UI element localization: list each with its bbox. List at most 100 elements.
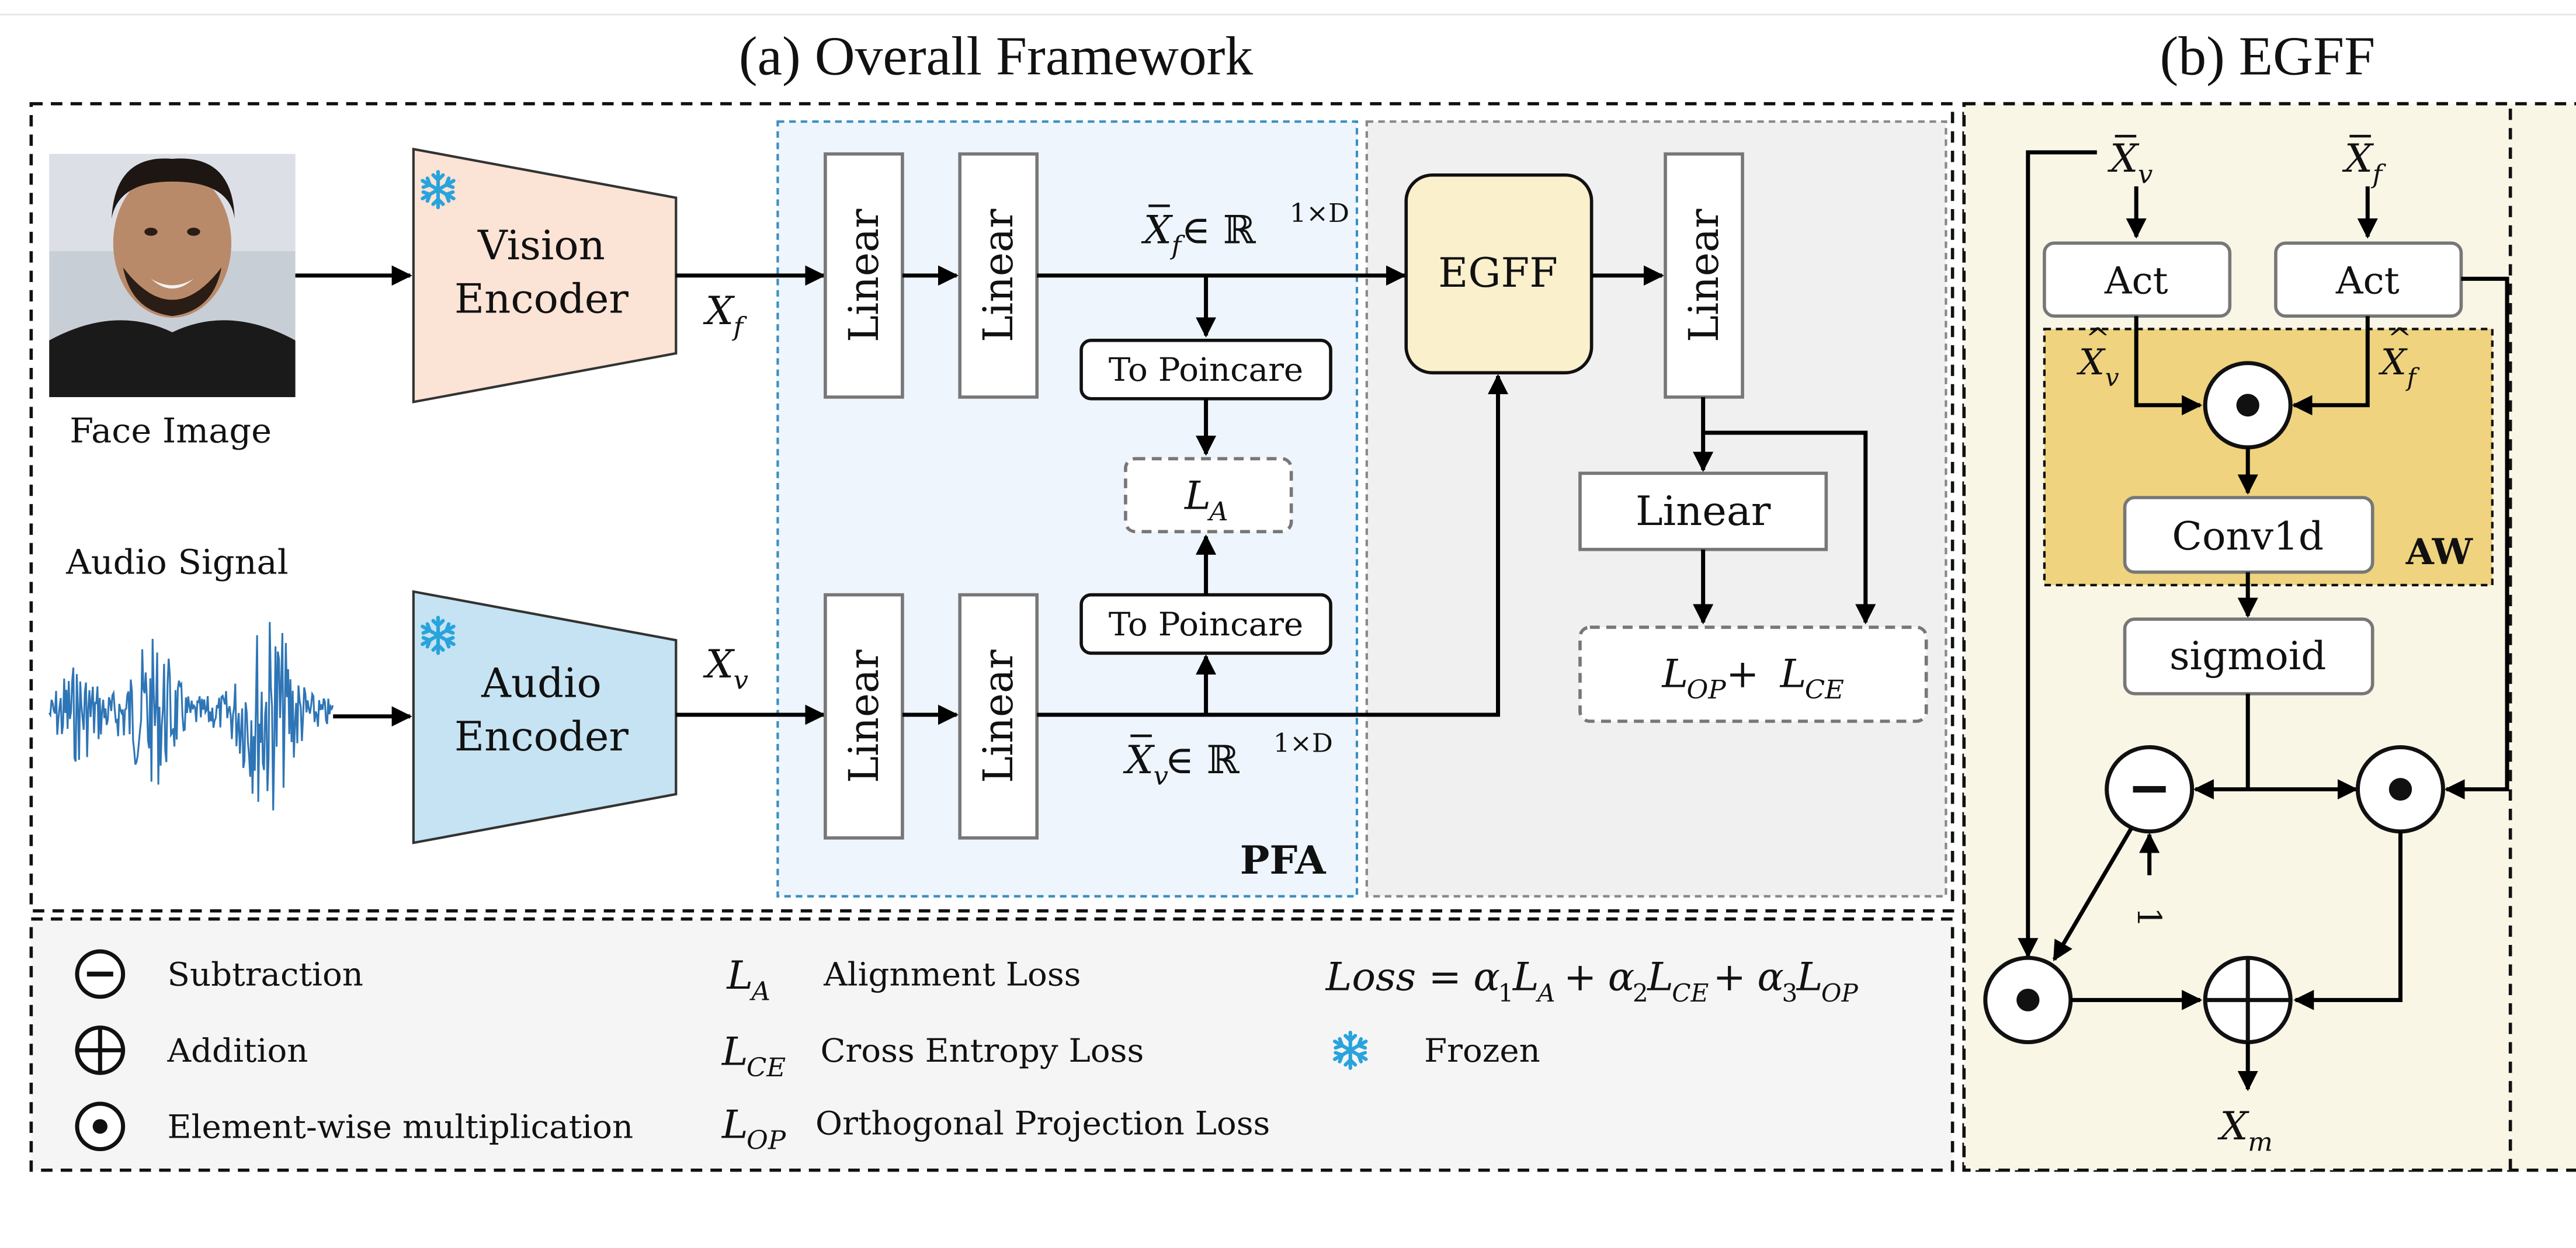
overall-framework-frame bbox=[29, 102, 1954, 913]
legend-frozen-label: Frozen bbox=[1424, 1032, 1540, 1070]
svg-text:Conv1d: Conv1d bbox=[2172, 513, 2324, 559]
legend-subtraction-label: Subtraction bbox=[168, 956, 363, 994]
audio-encoder-label-2: Encoder bbox=[454, 713, 629, 760]
egff-output-x-m: X m bbox=[2217, 1103, 2272, 1157]
svg-text:A: A bbox=[1535, 979, 1555, 1007]
svg-text:L: L bbox=[725, 952, 753, 998]
svg-text:v: v bbox=[1154, 761, 1168, 791]
svg-text:1×D: 1×D bbox=[1273, 728, 1333, 759]
svg-text:Act: Act bbox=[2335, 259, 2400, 303]
legend-subtraction-icon bbox=[75, 949, 126, 999]
gate-multiply-node bbox=[2355, 745, 2445, 834]
legend-la-symbol: L A bbox=[725, 952, 770, 1006]
pfa-label: PFA bbox=[1240, 837, 1327, 883]
svg-text:1: 1 bbox=[1498, 979, 1514, 1007]
legend-addition-icon bbox=[75, 1025, 126, 1075]
svg-text:+: + bbox=[1713, 954, 1746, 1000]
egff-xhat-v: ^ X v bbox=[2077, 321, 2119, 391]
svg-text:L: L bbox=[1779, 651, 1807, 697]
svg-text:CE: CE bbox=[1672, 979, 1709, 1007]
to-poincare-visual: To Poincare bbox=[1079, 339, 1332, 401]
svg-text:Loss =: Loss = bbox=[1325, 954, 1461, 1000]
sigmoid-box: sigmoid bbox=[2123, 617, 2374, 696]
svg-text:α: α bbox=[1608, 954, 1635, 1000]
audio-encoder-label-1: Audio bbox=[481, 660, 602, 707]
egff-xbar-f: X f bbox=[2342, 134, 2387, 190]
egff-xbar-v: X v bbox=[2107, 134, 2153, 190]
svg-text:f: f bbox=[732, 312, 748, 342]
act-box-v: Act bbox=[2043, 241, 2232, 318]
svg-text:CE: CE bbox=[747, 1052, 786, 1083]
egff-title: (b) EGFF bbox=[2160, 25, 2376, 86]
svg-text:1×D: 1×D bbox=[1290, 198, 1349, 228]
loss-sum-box: L OP + L CE bbox=[1578, 625, 1928, 723]
xbar-f-dim-label: X f ∈ ℝ 1×D bbox=[1141, 198, 1349, 260]
linear-block-v2: Linear bbox=[958, 152, 1039, 399]
svg-text:Linear: Linear bbox=[840, 649, 887, 783]
svg-text:^: ^ bbox=[2085, 321, 2110, 356]
face-photo bbox=[49, 154, 296, 397]
svg-text:EGFF: EGFF bbox=[1438, 250, 1558, 297]
face-image-label: Face Image bbox=[70, 411, 272, 451]
svg-text:X: X bbox=[2217, 1103, 2249, 1149]
svg-text:+: + bbox=[1726, 651, 1759, 697]
svg-text:Linear: Linear bbox=[1636, 488, 1771, 536]
svg-text:X: X bbox=[1123, 737, 1155, 783]
svg-text:∈ ℝ: ∈ ℝ bbox=[1181, 207, 1256, 253]
legend-lop-symbol: L OP bbox=[721, 1102, 786, 1156]
legend-loss-formula: Loss = α 1 L A + α 2 L CE + α 3 L OP bbox=[1325, 954, 1859, 1007]
legend-lce-desc: Cross Entropy Loss bbox=[820, 1032, 1144, 1070]
linear-block-a1: Linear bbox=[824, 593, 904, 840]
egff-one-constant: 1 bbox=[2130, 907, 2168, 927]
svg-text:Act: Act bbox=[2104, 259, 2168, 303]
svg-text:To Poincare: To Poincare bbox=[1109, 606, 1303, 644]
svg-text:3: 3 bbox=[1782, 979, 1797, 1007]
svg-text:v: v bbox=[2105, 363, 2119, 392]
conv1d-box: Conv1d bbox=[2123, 496, 2374, 574]
audio-waveform bbox=[48, 622, 334, 811]
svg-text:sigmoid: sigmoid bbox=[2169, 634, 2326, 679]
svg-text:A: A bbox=[749, 976, 770, 1007]
svg-text:L: L bbox=[1646, 954, 1674, 1000]
linear-block-head: Linear bbox=[1578, 471, 1828, 551]
svg-text:L: L bbox=[1183, 473, 1211, 519]
overall-framework-title: (a) Overall Framework bbox=[739, 25, 1254, 86]
svg-text:CE: CE bbox=[1805, 675, 1844, 705]
svg-text:α: α bbox=[1473, 954, 1500, 1000]
svg-text:L: L bbox=[1661, 651, 1688, 697]
svg-text:L: L bbox=[1512, 954, 1539, 1000]
svg-text:To Poincare: To Poincare bbox=[1109, 352, 1303, 390]
linear-block-v1: Linear bbox=[824, 152, 904, 399]
svg-text:OP: OP bbox=[1821, 979, 1859, 1007]
svg-text:^: ^ bbox=[2387, 321, 2412, 356]
act-box-f: Act bbox=[2274, 241, 2463, 318]
svg-text:X: X bbox=[703, 641, 735, 687]
svg-text:X: X bbox=[2077, 342, 2106, 383]
linear-block-fused: Linear bbox=[1664, 152, 1744, 399]
subtract-node bbox=[2105, 745, 2195, 834]
audio-encoder bbox=[412, 590, 678, 844]
svg-text:Linear: Linear bbox=[1681, 208, 1728, 342]
to-poincare-audio: To Poincare bbox=[1079, 593, 1332, 655]
svg-text:X: X bbox=[703, 288, 735, 333]
aw-label: AW bbox=[2405, 531, 2473, 573]
audio-signal-label: Audio Signal bbox=[65, 543, 288, 582]
vision-encoder bbox=[412, 147, 678, 404]
egff-block: EGFF bbox=[1404, 173, 1593, 375]
svg-text:X: X bbox=[1141, 207, 1173, 253]
legend-panel bbox=[29, 917, 1954, 1172]
svg-text:OP: OP bbox=[1687, 675, 1727, 705]
add-node bbox=[2203, 955, 2293, 1045]
svg-text:+: + bbox=[1564, 954, 1596, 1000]
svg-text:L: L bbox=[721, 1102, 748, 1148]
vision-encoder-label-1: Vision bbox=[477, 222, 605, 269]
svg-text:Linear: Linear bbox=[975, 208, 1022, 342]
svg-text:v: v bbox=[734, 665, 748, 696]
linear-block-a2: Linear bbox=[958, 593, 1039, 840]
vision-encoder-label-2: Encoder bbox=[454, 276, 629, 323]
svg-text:L: L bbox=[1796, 954, 1823, 1000]
svg-text:2: 2 bbox=[1633, 979, 1648, 1007]
svg-text:X: X bbox=[2342, 136, 2374, 182]
svg-text:A: A bbox=[1207, 496, 1228, 527]
